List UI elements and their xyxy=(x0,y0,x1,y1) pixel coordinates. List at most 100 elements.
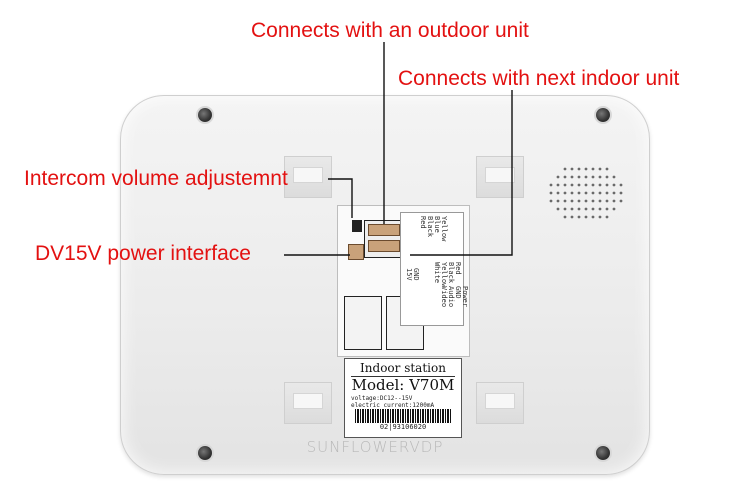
product-current: electric current:1200mA xyxy=(351,402,435,409)
speaker-hole xyxy=(612,191,616,195)
wire-label: Power xyxy=(461,286,469,308)
wire-label: Red xyxy=(454,262,462,275)
speaker-hole xyxy=(563,167,567,171)
speaker-hole xyxy=(570,215,574,219)
brand-name: SUNFLOWERVDP xyxy=(306,438,444,456)
wire-label: Black xyxy=(447,262,455,284)
speaker-hole xyxy=(556,183,560,187)
product-code: 02|93106020 xyxy=(379,423,427,431)
barcode-icon xyxy=(355,409,451,423)
speaker-hole xyxy=(605,191,609,195)
wire-label: 15V xyxy=(405,268,413,281)
speaker-hole xyxy=(591,199,595,203)
wire-label: Yellow xyxy=(440,262,448,288)
speaker-hole xyxy=(584,175,588,179)
mounting-slot xyxy=(284,156,332,198)
annotation-volume: Intercom volume adjustemnt xyxy=(24,167,288,190)
outdoor-connector xyxy=(368,224,400,236)
wire-label: Video xyxy=(440,286,448,308)
wire-label: White xyxy=(433,262,441,284)
product-voltage: voltage:DC12--15V xyxy=(351,395,413,402)
speaker-hole xyxy=(577,167,581,171)
speaker-hole xyxy=(584,199,588,203)
speaker-hole xyxy=(563,183,567,187)
speaker-hole xyxy=(577,191,581,195)
speaker-hole xyxy=(584,191,588,195)
speaker-hole xyxy=(605,215,609,219)
speaker-hole xyxy=(598,183,602,187)
speaker-hole xyxy=(577,199,581,203)
speaker-hole xyxy=(605,175,609,179)
mounting-slot xyxy=(476,382,524,424)
connection-panel: Yellow Blue Black Red Red Black Yellow W… xyxy=(337,205,470,357)
speaker-hole xyxy=(619,183,623,187)
speaker-hole xyxy=(556,207,560,211)
speaker-hole xyxy=(549,191,553,195)
speaker-hole xyxy=(556,175,560,179)
speaker-hole xyxy=(598,207,602,211)
annotation-next-indoor-unit: Connects with next indoor unit xyxy=(398,67,680,90)
wire-label: Yellow xyxy=(440,216,448,242)
power-connector xyxy=(348,244,364,260)
speaker-hole xyxy=(605,199,609,203)
product-label-title: Indoor station xyxy=(351,361,455,377)
wire-label: Black xyxy=(426,216,434,238)
speaker-hole xyxy=(598,175,602,179)
speaker-hole xyxy=(584,215,588,219)
speaker-hole xyxy=(619,199,623,203)
speaker-hole xyxy=(556,191,560,195)
speaker-hole xyxy=(577,215,581,219)
speaker-hole xyxy=(591,215,595,219)
speaker-hole xyxy=(549,183,553,187)
speaker-hole xyxy=(591,207,595,211)
speaker-hole xyxy=(598,191,602,195)
speaker-hole xyxy=(563,207,567,211)
speaker-hole xyxy=(563,175,567,179)
annotation-power: DV15V power interface xyxy=(35,242,251,265)
speaker-hole xyxy=(591,167,595,171)
speaker-hole xyxy=(598,215,602,219)
lower-port-left xyxy=(344,296,382,350)
wire-label: GND xyxy=(454,286,462,299)
speaker-hole xyxy=(570,175,574,179)
speaker-hole xyxy=(570,183,574,187)
wire-label: Audio xyxy=(447,286,455,308)
speaker-hole xyxy=(584,207,588,211)
speaker-hole xyxy=(605,207,609,211)
mounting-slot xyxy=(284,382,332,424)
speaker-hole xyxy=(577,175,581,179)
speaker-hole xyxy=(577,183,581,187)
speaker-hole xyxy=(584,167,588,171)
speaker-hole xyxy=(619,191,623,195)
speaker-hole xyxy=(577,207,581,211)
screw-icon xyxy=(198,108,212,122)
speaker-hole xyxy=(591,183,595,187)
speaker-hole xyxy=(570,167,574,171)
speaker-grille-icon xyxy=(548,165,624,221)
speaker-hole xyxy=(570,207,574,211)
wire-label: Blue xyxy=(433,216,441,233)
mounting-slot xyxy=(476,156,524,198)
speaker-hole xyxy=(605,183,609,187)
speaker-hole xyxy=(612,175,616,179)
annotation-outdoor-unit: Connects with an outdoor unit xyxy=(251,19,529,42)
speaker-hole xyxy=(570,191,574,195)
speaker-hole xyxy=(584,183,588,187)
speaker-hole xyxy=(570,199,574,203)
product-model: Model: V70M xyxy=(351,376,455,394)
speaker-hole xyxy=(612,199,616,203)
screw-icon xyxy=(198,446,212,460)
speaker-hole xyxy=(598,199,602,203)
speaker-hole xyxy=(549,199,553,203)
wire-label: GND xyxy=(412,268,420,281)
product-label: Indoor station Model: V70M voltage:DC12-… xyxy=(344,358,462,438)
speaker-hole xyxy=(563,191,567,195)
speaker-hole xyxy=(612,207,616,211)
wire-label: Red xyxy=(419,216,427,229)
speaker-hole xyxy=(591,191,595,195)
speaker-hole xyxy=(563,199,567,203)
volume-knob-icon xyxy=(352,220,362,232)
speaker-hole xyxy=(598,167,602,171)
screw-icon xyxy=(596,108,610,122)
